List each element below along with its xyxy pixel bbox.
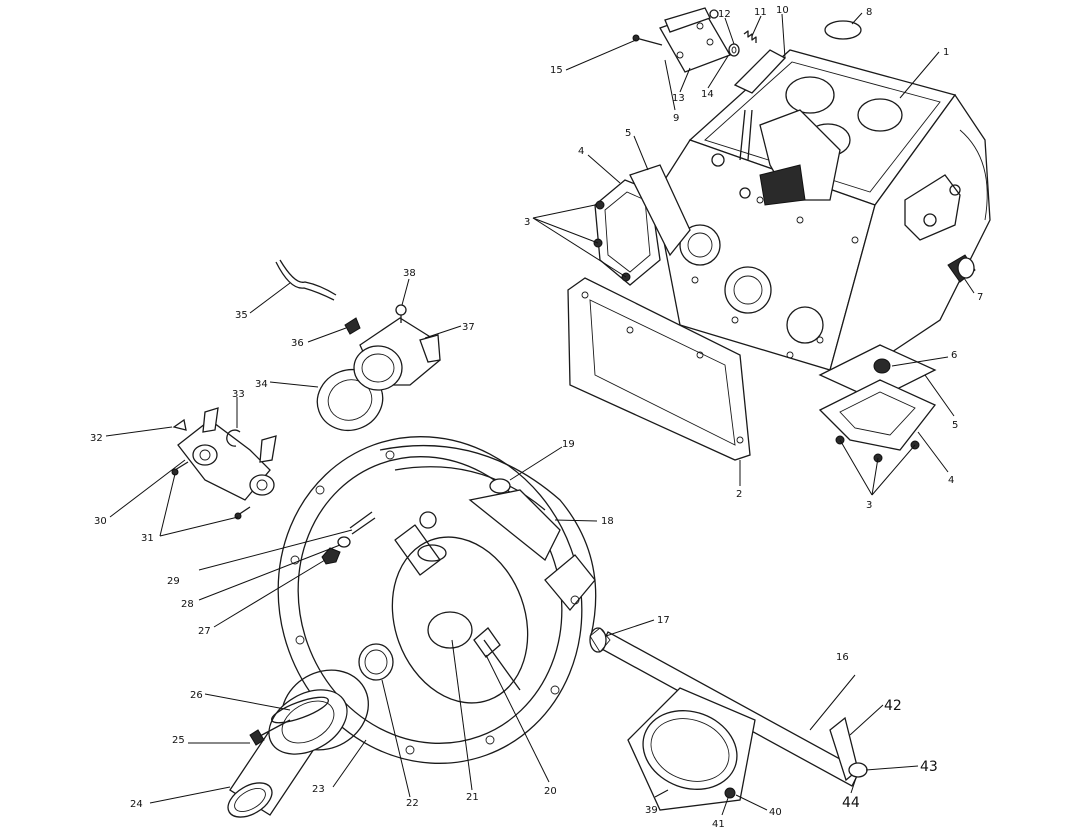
bushing-17 [589, 627, 611, 653]
cover-plate-39 [627, 687, 756, 811]
guide-tube-24 [227, 689, 348, 818]
clutch-housing [277, 436, 597, 764]
gasket-26 [271, 696, 329, 724]
label-4b: 4 [948, 475, 954, 486]
label-24: 24 [130, 799, 143, 810]
label-40: 40 [769, 807, 782, 818]
circlip-33 [226, 429, 241, 447]
side-cover-bottom [818, 344, 937, 451]
screw-40-41 [724, 787, 736, 799]
label-8: 8 [866, 7, 872, 18]
label-14: 14 [701, 89, 714, 100]
release-fork-30 [177, 407, 277, 501]
bolt-20 [473, 627, 521, 691]
hose-35 [275, 259, 337, 301]
label-42: 42 [884, 698, 902, 714]
label-6: 6 [951, 350, 957, 361]
label-21: 21 [466, 792, 479, 803]
label-34: 34 [255, 379, 268, 390]
spring-36 [344, 317, 361, 335]
label-12: 12 [718, 9, 731, 20]
label-9: 9 [673, 113, 679, 124]
label-39: 39 [645, 805, 658, 816]
label-38: 38 [403, 268, 416, 279]
side-cover-left [594, 164, 691, 286]
label-18: 18 [601, 516, 614, 527]
breather-6 [873, 358, 891, 374]
label-3b: 3 [866, 500, 872, 511]
label-44: 44 [842, 795, 860, 811]
spring-11 [743, 30, 757, 43]
label-28: 28 [181, 599, 194, 610]
label-20: 20 [544, 786, 557, 797]
stud-29-nut-28-27 [321, 511, 376, 565]
nuts-3-left [593, 200, 631, 282]
label-23: 23 [312, 784, 325, 795]
label-3a: 3 [524, 217, 530, 228]
label-22: 22 [406, 798, 419, 809]
label-32: 32 [90, 433, 103, 444]
key-32 [172, 418, 187, 431]
label-31: 31 [141, 533, 154, 544]
label-43: 43 [920, 759, 938, 775]
label-15: 15 [550, 65, 563, 76]
label-1: 1 [943, 47, 949, 58]
part-labels: 1 2 3 3 4 4 5 5 6 7 8 9 10 11 12 13 14 1… [90, 5, 983, 830]
drain-plug-7 [947, 254, 976, 283]
bolt-25 [249, 719, 291, 746]
screw-15 [632, 34, 663, 46]
clip-43 [848, 762, 868, 778]
label-29: 29 [167, 576, 180, 587]
seal-22 [358, 643, 394, 681]
label-16: 16 [836, 652, 849, 663]
leader-lines [105, 12, 975, 816]
seal-ring-14 [728, 43, 740, 57]
label-2: 2 [736, 489, 742, 500]
label-36: 36 [291, 338, 304, 349]
shift-cover-plate [659, 7, 731, 73]
label-27: 27 [198, 626, 211, 637]
label-33: 33 [232, 389, 245, 400]
plug-19 [489, 478, 511, 494]
label-5a: 5 [625, 128, 631, 139]
label-17: 17 [657, 615, 670, 626]
label-19: 19 [562, 439, 575, 450]
label-25: 25 [172, 735, 185, 746]
gearbox-housing [654, 49, 991, 371]
gasket-2 [567, 277, 751, 461]
label-10: 10 [776, 5, 789, 16]
label-5b: 5 [952, 420, 958, 431]
label-11: 11 [754, 7, 767, 18]
label-13: 13 [672, 93, 685, 104]
label-7: 7 [977, 292, 983, 303]
label-26: 26 [190, 690, 203, 701]
label-4a: 4 [578, 146, 584, 157]
release-sleeve-37 [353, 317, 441, 391]
plug-8 [824, 20, 862, 40]
label-30: 30 [94, 516, 107, 527]
label-41: 41 [712, 819, 725, 830]
label-37: 37 [462, 322, 475, 333]
grease-nipple-38 [395, 304, 407, 323]
label-35: 35 [235, 310, 248, 321]
